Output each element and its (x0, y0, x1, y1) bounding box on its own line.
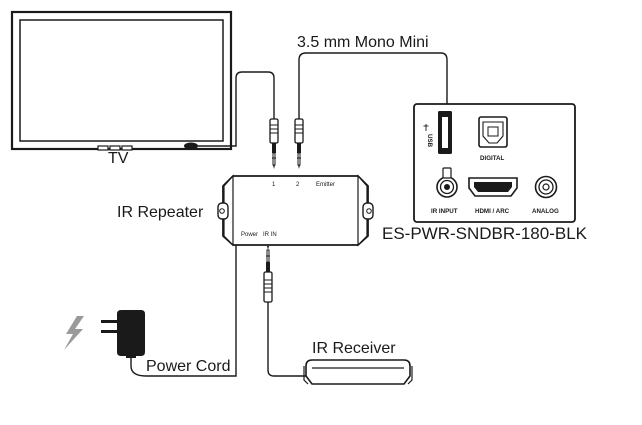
power-adapter-icon (101, 310, 145, 358)
jack-plug-1 (269, 118, 279, 169)
ir-receiver-label: IR Receiver (312, 340, 396, 357)
ir-input-label: IR INPUT (431, 208, 458, 215)
hdmi-arc-port (468, 177, 518, 197)
tv (10, 10, 233, 151)
ir-repeater (217, 174, 374, 247)
soundbar-panel: USB DIGITAL IR INPUT HDMI / ARC ANALOG (413, 103, 576, 223)
product-label: ES-PWR-SNDBR-180-BLK (382, 224, 588, 243)
digital-label: DIGITAL (480, 155, 505, 162)
cables (130, 52, 448, 377)
repeater-port-2-label: 2 (296, 182, 300, 188)
hdmi-arc-label: HDMI / ARC (475, 208, 510, 215)
usb-port (438, 111, 452, 154)
lightning-icon (64, 316, 84, 350)
repeater-port-1-label: 1 (272, 182, 276, 188)
usb-icon (423, 124, 429, 131)
ir-repeater-label: IR Repeater (117, 204, 204, 221)
repeater-ir-in-label: IR IN (263, 232, 277, 238)
ir-receiver (303, 359, 413, 385)
analog-label: ANALOG (532, 208, 559, 215)
analog-port (534, 175, 558, 199)
cable-label: 3.5 mm Mono Mini (297, 34, 429, 51)
repeater-emitter-label: Emitter (316, 182, 335, 188)
jack-plug-ir-in (263, 246, 273, 303)
tv-label: TV (108, 150, 129, 167)
repeater-power-label: Power (241, 232, 258, 238)
jack-plug-2 (294, 118, 304, 169)
digital-optical-port (478, 116, 508, 148)
usb-label: USB (426, 134, 433, 148)
ir-emitter (184, 142, 198, 150)
power-cord-label: Power Cord (146, 358, 230, 375)
jack-plug-ir-input (442, 167, 452, 190)
